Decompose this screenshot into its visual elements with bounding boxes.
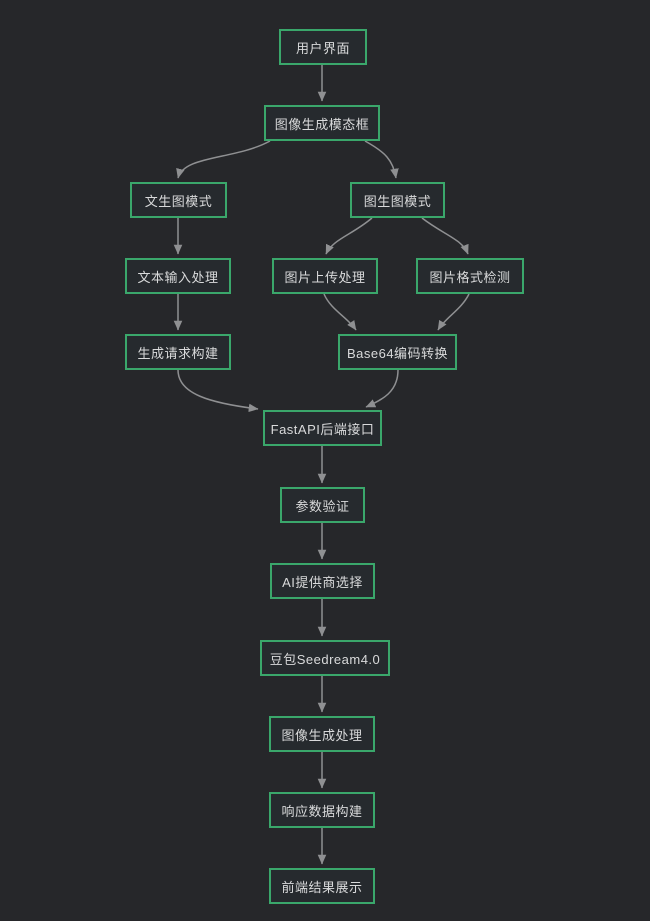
edge-request-to-fastapi xyxy=(177,369,259,413)
node-base64-encoding: Base64编码转换 xyxy=(338,334,457,370)
node-frontend-result-display: 前端结果展示 xyxy=(269,868,375,904)
node-image-gen-modal: 图像生成模态框 xyxy=(264,105,380,141)
node-response-data-build: 响应数据构建 xyxy=(269,792,375,828)
node-doubao-seedream: 豆包Seedream4.0 xyxy=(260,640,390,676)
edge-img2img-to-format xyxy=(421,217,469,255)
node-img2img-mode: 图生图模式 xyxy=(350,182,445,218)
edge-base64-to-fastapi xyxy=(365,369,399,408)
node-ai-provider-selection: AI提供商选择 xyxy=(270,563,375,599)
node-text-input-processing: 文本输入处理 xyxy=(125,258,231,294)
edge-modal-to-text2img xyxy=(176,140,271,179)
edge-format-to-base64 xyxy=(437,293,470,331)
node-text2img-mode: 文生图模式 xyxy=(130,182,227,218)
edge-img2img-to-upload xyxy=(325,217,373,255)
edge-modal-to-img2img xyxy=(364,140,399,179)
node-generation-request-build: 生成请求构建 xyxy=(125,334,231,370)
node-image-gen-processing: 图像生成处理 xyxy=(269,716,375,752)
node-image-upload-processing: 图片上传处理 xyxy=(272,258,378,294)
node-image-format-detection: 图片格式检测 xyxy=(416,258,524,294)
node-user-interface: 用户界面 xyxy=(279,29,367,65)
node-param-validation: 参数验证 xyxy=(280,487,365,523)
node-fastapi-backend: FastAPI后端接口 xyxy=(263,410,382,446)
edge-upload-to-base64 xyxy=(323,293,357,331)
